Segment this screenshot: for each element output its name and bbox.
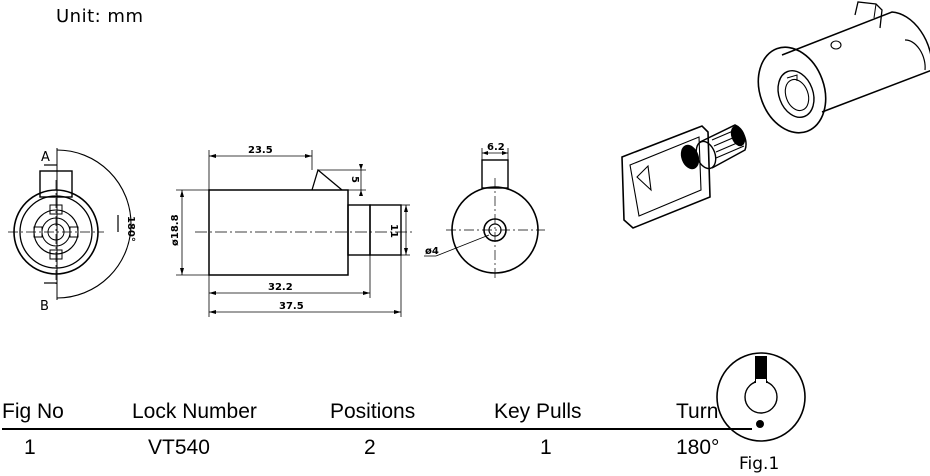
side-view: [176, 150, 412, 317]
fig1-dot: [756, 420, 764, 428]
spec-table: Fig No Lock Number Positions Key Pulls T…: [2, 398, 752, 460]
header-fig-no: Fig No: [2, 398, 132, 430]
cell-key-pulls: 1: [540, 436, 552, 459]
side-body: [208, 189, 349, 276]
lock-illustration: [621, 1, 930, 229]
cell-lock-number: VT540: [148, 436, 210, 459]
cell-positions: 2: [364, 436, 376, 459]
unit-label: Unit: mm: [56, 6, 144, 27]
label-b: B: [40, 299, 49, 314]
header-turn: Turn: [676, 398, 752, 430]
front-tab: [39, 170, 73, 198]
figure-caption: Fig.1: [739, 454, 780, 474]
side-shaft: [369, 204, 402, 256]
dim-hole: ø4: [425, 246, 439, 257]
dim-6-2: 6.2: [487, 142, 505, 153]
header-lock-number: Lock Number: [132, 398, 330, 430]
dim-11: 11: [388, 224, 399, 238]
end-view: [424, 148, 545, 278]
rotation-arc: [56, 149, 132, 299]
dim-37-5: 37.5: [279, 301, 304, 312]
spec-header-row: Fig No Lock Number Positions Key Pulls T…: [2, 398, 752, 430]
table-row: 1 VT540 2 1 180°: [2, 429, 752, 460]
lock-front-face: [757, 46, 827, 134]
dim-23-5: 23.5: [248, 145, 273, 156]
dim-32-2: 32.2: [268, 282, 293, 293]
dim-18-8: ø18.8: [170, 214, 181, 246]
side-tab: [311, 168, 343, 191]
fig1-keyway: [716, 352, 806, 442]
fig1-outer-circle: [716, 352, 806, 442]
front-view: [8, 148, 132, 300]
dim-5: 5: [349, 176, 360, 183]
cell-fig-no: 1: [24, 436, 36, 459]
label-a: A: [41, 150, 50, 165]
header-key-pulls: Key Pulls: [494, 398, 676, 430]
cell-turn: 180°: [676, 436, 720, 459]
key-bow: [621, 125, 711, 229]
header-positions: Positions: [330, 398, 494, 430]
angle-label: 180°: [125, 216, 136, 242]
key-head: [680, 144, 700, 170]
